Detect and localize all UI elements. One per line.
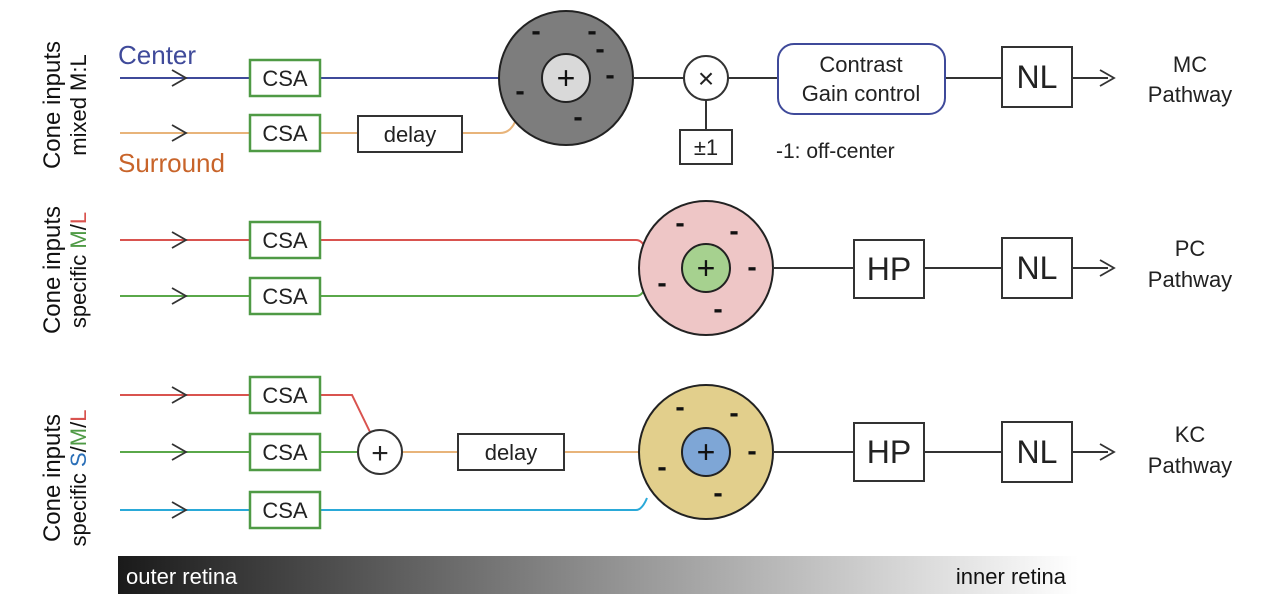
pc-side-label: Cone inputs specific M/L: [39, 206, 91, 334]
pc-green-wire: [120, 287, 646, 297]
mc-delay-label: delay: [384, 122, 437, 147]
kc-delay-box: [457, 433, 565, 471]
outer-retina-label: outer retina: [126, 564, 238, 589]
kc-output-arrow: [1099, 443, 1116, 461]
pc-minus-4: -: [747, 251, 756, 282]
contrast-gain-control-box: [777, 43, 946, 115]
pc-csa-green-box: [248, 276, 322, 316]
kc-csa-green-label: CSA: [262, 440, 308, 465]
mc-minus-6: -: [595, 33, 604, 64]
surround-label: Surround: [118, 148, 225, 178]
mc-side-label-line2: mixed M:L: [66, 54, 91, 155]
pc-center-sign: +: [697, 250, 716, 286]
pc-minus-5: -: [713, 293, 722, 324]
kc-nl-box: [1001, 421, 1073, 483]
mc-center-sign: +: [557, 60, 576, 96]
kc-hp-label: HP: [867, 434, 911, 470]
mc-minus-5: -: [573, 101, 582, 132]
kc-cyan-arrow: [171, 501, 188, 519]
mc-minus-2: -: [587, 15, 596, 46]
pc-output-arrow: [1099, 259, 1116, 277]
retina-gradient-bar: outer retina inner retina: [118, 556, 1078, 594]
mc-side-label-line1: Cone inputs: [39, 41, 66, 169]
kc-center-sign: +: [697, 434, 716, 470]
pc-hp-box: [853, 239, 925, 299]
kc-sum-node: [357, 429, 403, 475]
pc-nl-label: NL: [1017, 250, 1058, 286]
pc-csa-red-label: CSA: [262, 228, 308, 253]
mc-center-circle: [541, 53, 591, 103]
pc-output-line1: PC: [1175, 236, 1206, 261]
kc-sum-sign: +: [371, 437, 389, 470]
pc-row: Cone inputs specific M/L CSA CSA + - - -…: [39, 200, 1232, 336]
kc-center-circle: [681, 427, 731, 477]
kc-csa-cyan-label: CSA: [262, 498, 308, 523]
kc-cyan-wire: [120, 497, 648, 511]
pc-side-label-line2: specific M/L: [66, 212, 91, 328]
pc-red-arrow: [171, 231, 188, 249]
gain-label-line2: Gain control: [802, 81, 921, 106]
mc-csa-surround-box: [248, 113, 322, 153]
kc-side-label: Cone inputs specific S/M/L: [39, 410, 91, 547]
pc-output-line2: Pathway: [1148, 267, 1232, 292]
kc-minus-5: -: [713, 477, 722, 508]
mc-output-arrow: [1099, 69, 1116, 87]
kc-csa-red-box: [248, 375, 322, 415]
mc-surround-arrow: [171, 124, 188, 142]
kc-side-label-line2: specific S/M/L: [66, 410, 91, 547]
pc-csa-red-box: [248, 220, 322, 260]
kc-csa-cyan-box: [248, 490, 322, 530]
pc-minus-3: -: [657, 267, 666, 298]
kc-row: Cone inputs specific S/M/L CSA CSA CSA +…: [39, 375, 1232, 547]
kc-minus-4: -: [747, 435, 756, 466]
kc-minus-1: -: [675, 391, 684, 422]
kc-hp-box: [853, 422, 925, 482]
mc-minus-3: -: [515, 75, 524, 106]
kc-minus-3: -: [657, 451, 666, 482]
kc-green-arrow: [171, 443, 188, 461]
mc-row: Cone inputs mixed M:L Center Surround CS…: [39, 10, 1232, 178]
mc-sign-box: [679, 129, 733, 165]
mc-output-line1: MC: [1173, 52, 1207, 77]
pc-csa-green-label: CSA: [262, 284, 308, 309]
kc-red-wire: [120, 394, 371, 433]
mc-minus-4: -: [605, 59, 614, 90]
mc-side-label: Cone inputs mixed M:L: [39, 41, 91, 169]
inner-retina-label: inner retina: [956, 564, 1067, 589]
pc-minus-1: -: [675, 207, 684, 238]
mc-center-arrow: [171, 69, 188, 87]
mc-multiply-sign: ×: [698, 63, 714, 94]
mc-csa-center-label: CSA: [262, 66, 308, 91]
mc-nl-box: [1001, 46, 1073, 108]
kc-nl-label: NL: [1017, 434, 1058, 470]
pc-hp-label: HP: [867, 251, 911, 287]
mc-minus-1: -: [531, 15, 540, 46]
pc-minus-2: -: [729, 215, 738, 246]
mc-delay-box: [357, 115, 463, 153]
kc-delay-label: delay: [485, 440, 538, 465]
pc-nl-box: [1001, 237, 1073, 299]
mc-sign-box-label: ±1: [694, 135, 718, 160]
kc-side-label-line1: Cone inputs: [39, 414, 66, 542]
gain-label-line1: Contrast: [819, 52, 902, 77]
gradient-bar: [118, 556, 1078, 594]
mc-sign-note: -1: off-center: [776, 140, 895, 163]
kc-output-line1: KC: [1175, 422, 1206, 447]
center-label: Center: [118, 40, 196, 70]
pc-green-arrow: [171, 287, 188, 305]
pc-red-wire: [120, 239, 646, 249]
mc-csa-center-box: [248, 58, 322, 98]
kc-red-arrow: [171, 386, 188, 404]
kc-csa-green-box: [248, 432, 322, 472]
kc-minus-2: -: [729, 397, 738, 428]
pc-side-label-line1: Cone inputs: [39, 206, 66, 334]
mc-csa-surround-label: CSA: [262, 121, 308, 146]
mc-output-line2: Pathway: [1148, 82, 1232, 107]
kc-csa-red-label: CSA: [262, 383, 308, 408]
pc-center-circle: [681, 243, 731, 293]
kc-output-line2: Pathway: [1148, 453, 1232, 478]
mc-nl-label: NL: [1017, 59, 1058, 95]
